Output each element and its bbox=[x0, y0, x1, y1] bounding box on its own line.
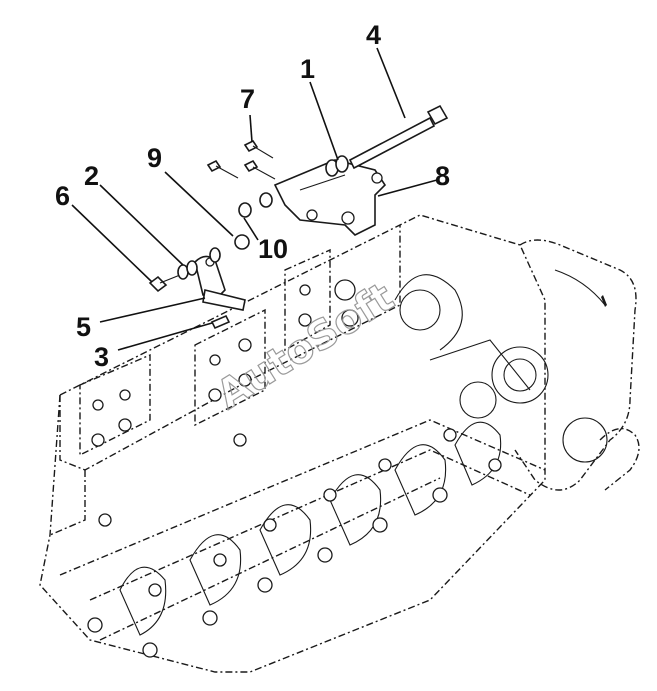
link-arm bbox=[148, 247, 246, 311]
bracket bbox=[273, 159, 387, 236]
callout-8: 8 bbox=[435, 161, 450, 191]
callout-10: 10 bbox=[258, 234, 288, 264]
callout-4: 4 bbox=[366, 20, 381, 50]
engine-block bbox=[39, 214, 546, 673]
nut-washer-10 bbox=[234, 192, 273, 250]
gear-housing bbox=[394, 239, 640, 491]
washer-nut-1 bbox=[325, 155, 349, 177]
stud-3 bbox=[210, 314, 231, 330]
callout-7: 7 bbox=[240, 84, 255, 114]
watermark: AutoSoft bbox=[209, 274, 402, 418]
callout-1: 1 bbox=[300, 54, 315, 84]
bearing-cap-nuts bbox=[87, 428, 502, 658]
callout-5: 5 bbox=[76, 312, 91, 342]
callout-2: 2 bbox=[84, 161, 99, 191]
small-bolts bbox=[206, 139, 276, 180]
long-bolt bbox=[348, 104, 449, 170]
callout-6: 6 bbox=[55, 181, 70, 211]
callout-labels: 1 2 3 4 5 6 7 8 9 10 bbox=[55, 20, 450, 372]
callout-9: 9 bbox=[147, 143, 162, 173]
leader-lines bbox=[71, 47, 438, 351]
block-plugs bbox=[91, 279, 359, 527]
callout-3: 3 bbox=[94, 342, 109, 372]
